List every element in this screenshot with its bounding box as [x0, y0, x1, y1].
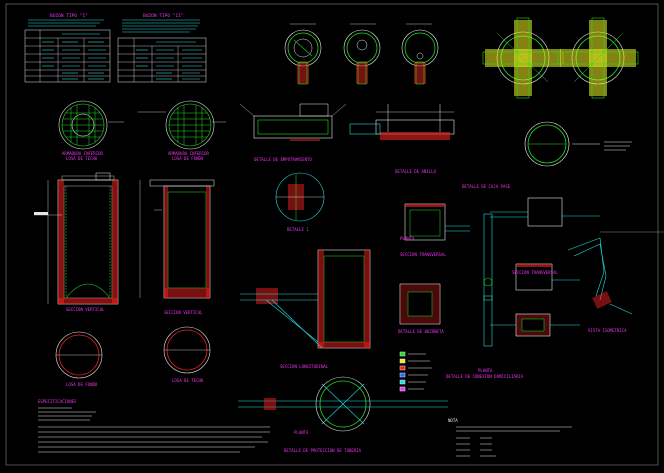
sheet-border	[5, 3, 659, 466]
proteccion-title: DETALLE DE PROTECCION DE TUBERIA	[284, 448, 362, 453]
armadura-fondo-subtitle: LOSA DE FONDO	[172, 156, 204, 161]
planta-buzon-title: DETALLE DE BUZONETA	[398, 329, 444, 334]
vista-isometrica-title: VISTA ISOMETRICA	[588, 328, 627, 333]
notas-block: NOTA	[448, 418, 572, 457]
detalle-1-title: DETALLE 1	[287, 227, 309, 232]
armadura-techo-title: ARMADURA INFERIOR	[62, 151, 104, 156]
seccion-vertical-2: SECCION VERTICAL	[139, 179, 215, 315]
seccion-longitudinal: SECCION LONGITUDINAL	[240, 249, 371, 369]
armadura-fondo-title: ARMADURA INFERIOR	[168, 151, 210, 156]
vista-isometrica: VISTA ISOMETRICA	[567, 237, 633, 333]
seccion-longitudinal-title: SECCION LONGITUDINAL	[280, 364, 329, 369]
especificaciones-block: ESPECIFICACIONES	[38, 399, 270, 453]
armadura-techo-subtitle: LOSA DE TECHO	[66, 156, 98, 161]
proteccion-tuberia: PLANTA DETALLE DE PROTECCION DE TUBERIA	[238, 376, 448, 453]
seccion-transversal-2-title: SECCION TRANSVERSAL	[512, 270, 558, 275]
empotramiento-plans	[284, 23, 439, 85]
seccion-vertical-1-title: SECCION VERTICAL	[66, 307, 105, 312]
notas-title: NOTA	[448, 418, 458, 423]
conexion-title: DETALLE DE CONEXION DOMICILIARIA	[446, 374, 524, 379]
losa-techo-title: LOSA DE TECHO	[172, 378, 204, 383]
seccion-vertical-2-title: SECCION VERTICAL	[164, 310, 203, 315]
losa-techo: LOSA DE TECHO	[163, 326, 211, 383]
table-buzon-tipo-2: BUZON TIPO "II"	[117, 13, 207, 83]
legend-block	[399, 351, 432, 392]
seccion-vertical-1: SECCION VERTICAL	[34, 172, 119, 312]
armadura-losa-fondo: ARMADURA INFERIOR LOSA DE FONDO	[138, 100, 226, 161]
caja-pase-title: DETALLE DE CAJA PASE	[462, 184, 511, 189]
table-1-title: BUZON TIPO "I"	[50, 13, 88, 19]
detalle-empotramiento: DETALLE DE EMPOTRAMIENTO	[239, 103, 347, 162]
empotramiento-title: DETALLE DE EMPOTRAMIENTO	[254, 157, 312, 162]
planta-2-title: PLANTA	[294, 430, 309, 435]
table-2-title: BUZON TIPO "II"	[143, 13, 184, 19]
buzon-plan-small	[524, 121, 632, 167]
buzoneta-planta: DETALLE DE BUZONETA	[398, 283, 444, 334]
planta-3-title: PLANTA	[400, 236, 415, 241]
table-buzon-tipo-1: BUZON TIPO "I"	[24, 13, 111, 83]
caja-pase: DETALLE DE CAJA PASE	[462, 184, 600, 347]
losa-fondo-title: LOSA DE FONDO	[66, 382, 98, 387]
cross-plan-1	[482, 17, 564, 99]
anillo-title: DETALLE DE ANILLO	[395, 169, 437, 174]
seccion-transversal-title: SECCION TRANSVERSAL	[400, 252, 446, 257]
detalle-1: DETALLE 1	[275, 172, 325, 232]
buzoneta-seccion: PLANTA SECCION TRANSVERSAL	[400, 203, 470, 257]
caja-seccion: SECCION TRANSVERSAL	[512, 263, 580, 291]
armadura-losa-techo: ARMADURA INFERIOR LOSA DE TECHO	[58, 100, 124, 161]
cross-plan-2	[557, 17, 639, 99]
especificaciones-title: ESPECIFICACIONES	[38, 399, 77, 404]
detalle-anillo: DETALLE DE ANILLO	[349, 104, 455, 174]
caja-planta: PLANTA DETALLE DE CONEXION DOMICILIARIA	[446, 313, 580, 379]
losa-fondo: LOSA DE FONDO	[55, 331, 103, 387]
planta-title: PLANTA	[478, 368, 493, 373]
